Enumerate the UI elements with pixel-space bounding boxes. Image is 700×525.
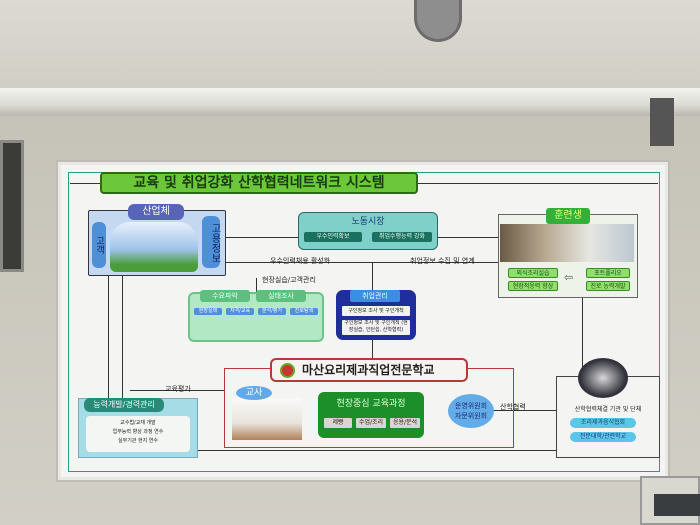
wall-pipe (0, 88, 700, 116)
connector (70, 183, 100, 184)
edge-label: 교육평가 (165, 385, 191, 393)
trainee-item: 현장적응력 향상 (508, 281, 558, 291)
ability-body: 교수법/교재 개발 업무능력 향상 과정 연수 실무기관 현지 연수 (86, 416, 190, 452)
connector (494, 410, 556, 411)
ceiling (0, 0, 700, 92)
committee-line: 운영위원회 (454, 402, 488, 410)
trainee-item: 포트폴리오 (586, 268, 630, 278)
survey-item: 분석/평가 (258, 308, 286, 315)
ceiling-light (414, 0, 462, 42)
employment-info-label: 고용정보 (202, 216, 220, 268)
connector (418, 183, 658, 184)
partner-item: 조리제과음식협회 (570, 418, 636, 428)
education-item: 제빵 (324, 418, 352, 428)
edge-label: 현장실습/고객관리 (262, 276, 316, 284)
job-management-title: 취업관리 (350, 290, 400, 302)
connector (198, 450, 556, 451)
device-screen (654, 494, 700, 516)
education-item: 응용/분석 (390, 418, 420, 428)
committee-line: 자문위원회 (454, 412, 488, 420)
ability-title: 능력개발/경력관리 (84, 398, 164, 412)
poster-title: 교육 및 취업강화 산학협력네트워크 시스템 (100, 172, 418, 194)
building-image (110, 222, 198, 272)
labor-market-title: 노동시장 (351, 217, 385, 227)
connector (130, 390, 224, 391)
trainee-title: 훈련생 (546, 208, 590, 224)
connector (108, 276, 109, 398)
teachers-photo (232, 398, 302, 440)
partner-photo (578, 358, 628, 398)
connector (226, 262, 498, 263)
education-box (318, 392, 424, 438)
ability-line: 업무능력 향상 과정 연수 (112, 429, 164, 435)
edge-label: 우수인력채용 활성화 (270, 257, 331, 265)
school-logo-icon (280, 363, 295, 378)
survey-tab: 수요파악 (200, 290, 250, 302)
arrow-left-icon: ⇦ (564, 271, 574, 284)
picture-frame (0, 140, 24, 272)
industry-left-label: 고객 (92, 222, 106, 268)
partner-title: 산학협력체결 기관 및 단체 (574, 406, 642, 413)
education-title: 현장중심 교육과정 (336, 399, 406, 409)
survey-item: 현장실태 (194, 308, 222, 315)
labor-market-box (298, 212, 438, 250)
job-item: 구인정보 조사 및 구인개척 (342, 306, 410, 316)
survey-item: 진로탐색 (290, 308, 318, 315)
connector (122, 276, 123, 398)
connector (582, 298, 583, 376)
partner-item: 전문대학/관련학교 (570, 432, 636, 442)
pipe-bracket (650, 98, 674, 146)
trainee-item: 외식조리실습 (508, 268, 558, 278)
ability-line: 교수법/교재 개발 (120, 420, 156, 426)
school-name: 마산요리제과직업전문학교 (270, 358, 468, 382)
edge-label: 취업정보 수집 및 연계 (410, 257, 475, 265)
connector (438, 237, 498, 238)
job-item: 구인정보 조사 및 구인개척 (현장실습, 인턴쉽, 산학협력) (342, 320, 410, 335)
connector (226, 237, 298, 238)
trainee-item: 진로 능력개발 (586, 281, 630, 291)
edge-label: 산학협력 (500, 403, 526, 411)
ability-line: 실무기관 현지 연수 (118, 438, 158, 444)
industry-title: 산업체 (128, 204, 184, 220)
trainee-photo (500, 224, 634, 262)
survey-item: 자격/교육 (226, 308, 254, 315)
labor-item: 우수인력확보 (304, 232, 362, 242)
education-item: 수업/조리 (356, 418, 386, 428)
survey-tab: 실태조사 (256, 290, 306, 302)
teacher-label: 교사 (236, 386, 272, 400)
labor-item: 취업수행능력 강화 (372, 232, 432, 242)
connector (256, 278, 257, 292)
